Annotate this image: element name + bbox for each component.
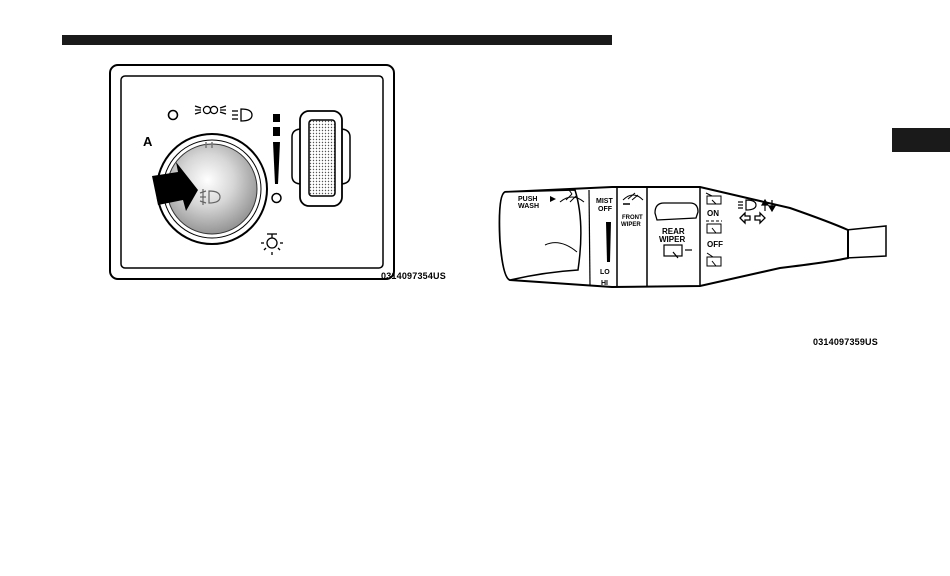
lever-stalk [846, 226, 886, 258]
front-wiper-label-line2: WIPER [621, 222, 641, 228]
mist-label: MIST [596, 198, 613, 205]
figure-caption-right: 0314097359US [813, 337, 878, 347]
rear-wiper-label-line2: WIPER [659, 235, 685, 244]
rear-wiper-window [655, 203, 698, 220]
rear-on-label: ON [707, 209, 719, 218]
front-wiper-label-line1: FRONT [622, 215, 643, 221]
rear-off-label: OFF [707, 240, 723, 249]
push-label: PUSH [518, 196, 537, 203]
washer-button[interactable] [500, 190, 581, 280]
lo-label: LO [600, 269, 610, 276]
hi-label: HI [601, 280, 608, 287]
wash-label: WASH [518, 203, 539, 210]
off-label-front: OFF [598, 206, 613, 213]
